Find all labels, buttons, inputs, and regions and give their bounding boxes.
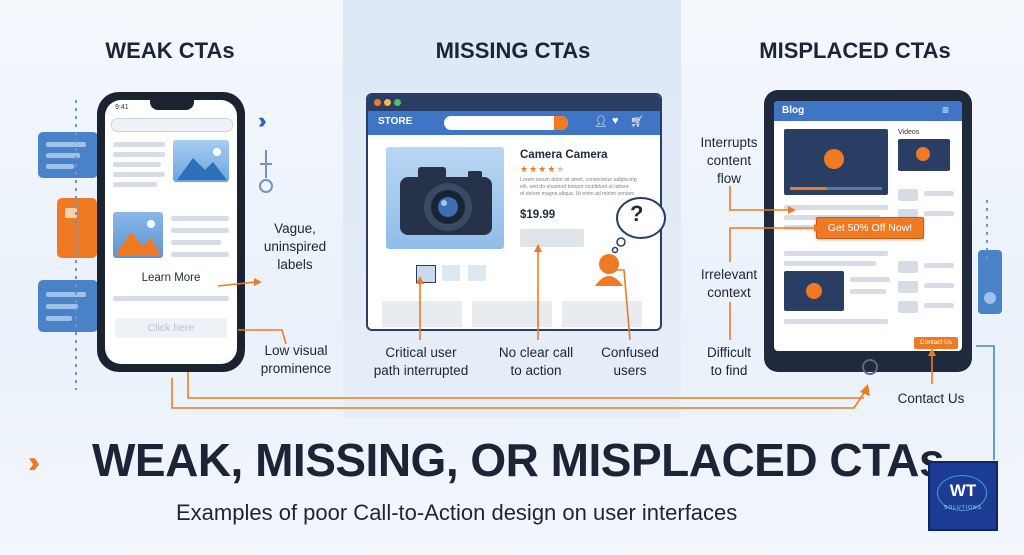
cta-click-here[interactable]: Click here: [115, 318, 227, 338]
play-icon[interactable]: [824, 149, 844, 169]
window-maximize-dot[interactable]: [394, 99, 401, 106]
blog-title: Blog: [782, 105, 805, 116]
tablet-home-button[interactable]: [862, 359, 878, 375]
phone-image-placeholder: [173, 140, 229, 182]
thumbnail-3[interactable]: [468, 265, 486, 281]
logo-text: WT: [949, 481, 977, 500]
second-video[interactable]: [784, 271, 844, 311]
browser-window: STORE 👤︎ ♥ 🛒︎ Camera Camera ★★★★★ Lorem …: [366, 93, 662, 331]
browser-titlebar: [368, 95, 660, 111]
phone-time: 9:41: [115, 104, 129, 111]
label-interrupts: Interrupts content flow: [700, 135, 758, 186]
video-thumbnail[interactable]: [898, 139, 950, 171]
window-minimize-dot[interactable]: [384, 99, 391, 106]
related-block-1: [382, 301, 462, 327]
header-weak-ctas: WEAK CTAs: [105, 38, 235, 63]
footer-chevrons-icon: ›››: [28, 446, 40, 479]
logo-ring: [937, 475, 987, 511]
decor-dotted-line-left: [75, 100, 77, 390]
footer-title: WEAK, MISSING, OR MISPLACED CTAs: [92, 434, 945, 486]
cta-learn-more[interactable]: Learn More: [141, 272, 201, 284]
thumbnail-2[interactable]: [442, 265, 460, 281]
label-contact-us: Contact Us: [897, 391, 965, 406]
play-icon-second[interactable]: [806, 283, 822, 299]
videos-label: Videos: [898, 129, 920, 136]
search-icon[interactable]: [554, 116, 568, 130]
label-no-clear: No clear call to action: [498, 345, 574, 378]
label-critical: Critical user path interrupted: [373, 345, 469, 378]
user-icon[interactable]: 👤︎: [594, 116, 608, 128]
label-confused: Confused users: [601, 345, 659, 378]
header-missing-ctas: MISSING CTAs: [435, 38, 591, 63]
phone-image-placeholder-2: [113, 212, 163, 258]
video-progress-bar[interactable]: [790, 187, 882, 190]
menu-icon[interactable]: ≡: [942, 103, 950, 117]
label-vague: Vague, uninspired labels: [263, 221, 327, 272]
phone-address-bar[interactable]: [111, 118, 233, 132]
label-low-visual: Low visual prominence: [260, 343, 332, 376]
heart-icon[interactable]: ♥: [612, 115, 619, 127]
confused-user-icon: [595, 197, 666, 286]
label-irrelevant: Irrelevant context: [700, 267, 758, 300]
store-navbar: STORE 👤︎ ♥ 🛒︎: [368, 111, 660, 135]
product-title: Camera Camera: [520, 149, 608, 161]
product-description: Lorem ipsum dolor sit amet, consectetur …: [520, 177, 637, 197]
logo-subtext: SOLUTIONS: [944, 505, 982, 511]
rating-stars-icon: ★★★★★: [520, 164, 566, 174]
decor-card-blue: [38, 132, 98, 178]
missing-cta-placeholder: [520, 229, 584, 247]
header-misplaced-ctas: MISPLACED CTAs: [759, 38, 951, 63]
decor-card-blue-2: [38, 280, 98, 332]
plug-icon: [259, 150, 273, 193]
product-price: $19.99: [520, 209, 556, 221]
store-search-input[interactable]: [444, 116, 568, 130]
popup-cta-button[interactable]: Get 50% Off Now!: [816, 217, 924, 239]
play-icon-small[interactable]: [916, 147, 930, 161]
store-logo: STORE: [378, 116, 413, 127]
decor-dotted-line-right: [986, 200, 988, 260]
phone-screen: 9:41 Learn More Click here: [105, 100, 237, 364]
product-image[interactable]: [386, 147, 504, 249]
label-difficult: Difficult to find: [706, 345, 751, 378]
footer-subtitle: Examples of poor Call-to-Action design o…: [176, 500, 738, 525]
question-mark: ?: [630, 201, 644, 226]
camera-icon: [400, 167, 492, 235]
brand-logo: WT SOLUTIONS: [928, 461, 998, 531]
phone-notch: [150, 100, 194, 110]
blog-header: Blog ≡: [774, 101, 962, 121]
contact-us-button[interactable]: Contact Us: [914, 337, 958, 349]
decor-camera-right: [978, 250, 1002, 314]
main-video-player[interactable]: [784, 129, 888, 195]
window-close-dot[interactable]: [374, 99, 381, 106]
cart-icon[interactable]: 🛒︎: [630, 116, 644, 128]
